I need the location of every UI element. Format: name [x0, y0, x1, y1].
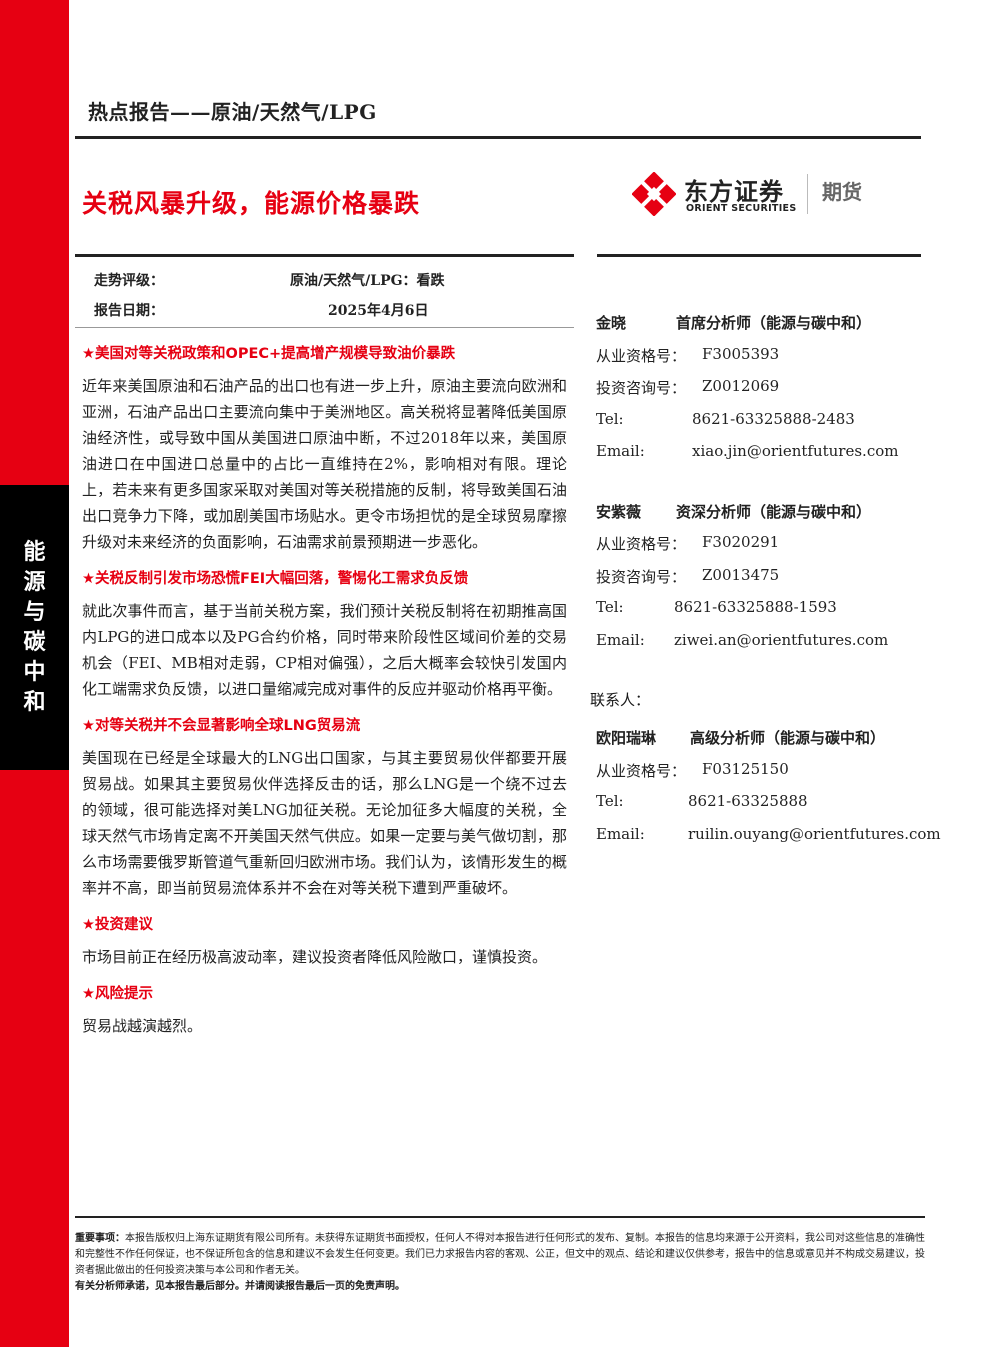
- analyst-card: 金晓 首席分析师（能源与碳中和） 从业资格号： F3005393 投资咨询号： …: [596, 312, 936, 475]
- disclaimer: 重要事项：本报告版权归上海东证期货有限公司所有。未获得东证期货书面授权，任何人不…: [75, 1231, 927, 1295]
- analyst-row: Email: ziwei.an@orientfutures.com: [596, 631, 936, 664]
- contact-row-value: F03125150: [702, 759, 789, 778]
- section-body: 近年来美国原油和石油产品的出口也有进一步上升，原油主要流向欧洲和亚洲，石油产品出…: [82, 377, 567, 551]
- contact-row-label: Tel:: [596, 792, 624, 810]
- analyst-name: 安紫薇: [596, 502, 642, 521]
- page-title: 关税风暴升级，能源价格暴跌: [82, 189, 421, 218]
- analyst-card: 安紫薇 资深分析师（能源与碳中和） 从业资格号： F3020291 投资咨询号：…: [596, 501, 936, 664]
- analyst-row-label: 从业资格号：: [596, 535, 687, 553]
- analyst-row-value: Z0012069: [702, 377, 780, 395]
- analyst-name: 金晓: [596, 314, 627, 332]
- section-heading: ★风险提示: [82, 986, 153, 1002]
- analyst-header: 金晓 首席分析师（能源与碳中和）: [596, 312, 936, 345]
- analyst-row-value: F3005393: [702, 344, 780, 363]
- analyst-row-value: 8621-63325888-1593: [674, 598, 837, 616]
- section-heading: ★关税反制引发市场恐慌FEI大幅回落，警惕化工需求负反馈: [82, 571, 469, 587]
- contact-row: Tel: 8621-63325888: [596, 792, 936, 825]
- section-heading: ★投资建议: [82, 917, 153, 933]
- analyst-row-label: Tel:: [596, 598, 624, 616]
- section: ★对等关税并不会显著影响全球LNG贸易流 美国现在已经是全球最大的LNG出口国家…: [82, 714, 567, 901]
- contact-card: 欧阳瑞琳 高级分析师（能源与碳中和） 从业资格号： F03125150 Tel:…: [596, 727, 941, 858]
- analyst-row-label: Email:: [596, 442, 645, 460]
- contact-header: 欧阳瑞琳 高级分析师（能源与碳中和）: [596, 727, 936, 760]
- analyst-row-label: 投资咨询号：: [596, 379, 687, 397]
- section-body: 贸易战越演越烈。: [82, 1017, 203, 1035]
- analyst-panel: 金晓 首席分析师（能源与碳中和） 从业资格号： F3005393 投资咨询号： …: [590, 312, 941, 883]
- report-body: ★美国对等关税政策和OPEC+提高增产规模导致油价暴跌 近年来美国原油和石油产品…: [82, 342, 567, 1051]
- contact-name: 欧阳瑞琳: [596, 729, 657, 747]
- section: ★美国对等关税政策和OPEC+提高增产规模导致油价暴跌 近年来美国原油和石油产品…: [82, 342, 567, 555]
- logo-english-name: ORIENT SECURITIES: [686, 203, 797, 214]
- section: ★关税反制引发市场恐慌FEI大幅回落，警惕化工需求负反馈 就此次事件而言，基于当…: [82, 567, 567, 702]
- analyst-row-label: 投资咨询号：: [596, 567, 687, 586]
- date-row: 报告日期： 2025年4月6日: [0, 300, 600, 320]
- orient-logo-icon: [632, 172, 676, 216]
- logo-chinese-name: 东方证券: [684, 178, 784, 206]
- section: ★投资建议 市场目前正在经历极高波动率，建议投资者降低风险敞口，谨慎投资。: [82, 913, 567, 970]
- contact-email[interactable]: ruilin.ouyang@orientfutures.com: [688, 824, 941, 843]
- analyst-row-value: 8621-63325888-2483: [692, 409, 855, 428]
- notice-label: 重要事项：: [75, 1233, 125, 1244]
- contact-row-label: Email:: [596, 824, 645, 843]
- analyst-title: 首席分析师（能源与碳中和）: [676, 314, 872, 332]
- analyst-email[interactable]: ziwei.an@orientfutures.com: [674, 630, 889, 649]
- date-value: 2025年4月6日: [328, 303, 429, 319]
- footer-divider: [75, 1216, 925, 1218]
- notice-text: 本报告版权归上海东证期货有限公司所有。未获得东证期货书面授权，任何人不得对本报告…: [75, 1233, 925, 1276]
- section-heading: ★美国对等关税政策和OPEC+提高增产规模导致油价暴跌: [82, 346, 456, 362]
- company-logo: 东方证券 ORIENT SECURITIES 期货: [632, 170, 882, 220]
- section-heading: ★对等关税并不会显著影响全球LNG贸易流: [82, 718, 361, 734]
- rating-label: 走势评级：: [94, 273, 164, 289]
- header-divider: [75, 136, 921, 139]
- contact-label: 联系人：: [590, 691, 651, 709]
- contact-title: 高级分析师（能源与碳中和）: [690, 729, 886, 747]
- analyst-row: 从业资格号： F3005393: [596, 345, 936, 378]
- logo-separator: [807, 174, 808, 214]
- analyst-row-value: F3020291: [702, 533, 780, 551]
- sidebar-category-label: 能源与碳中和: [23, 539, 46, 715]
- sidebar-category-block: 能源与碳中和: [0, 485, 69, 770]
- analyst-row: 投资咨询号： Z0012069: [596, 377, 936, 410]
- analyst-row: 从业资格号： F3020291: [596, 533, 936, 566]
- analyst-header: 安紫薇 资深分析师（能源与碳中和）: [596, 501, 936, 534]
- analyst-row: Tel: 8621-63325888-2483: [596, 410, 936, 443]
- contact-row-label: 从业资格号：: [596, 761, 687, 780]
- section: ★风险提示 贸易战越演越烈。: [82, 982, 567, 1039]
- analyst-statement: 有关分析师承诺，见本报告最后部分。并请阅读报告最后一页的免责声明。: [75, 1281, 405, 1292]
- title-divider-right: [597, 254, 921, 257]
- contact-row-value: 8621-63325888: [688, 792, 808, 810]
- analyst-row: Tel: 8621-63325888-1593: [596, 598, 936, 631]
- section-body: 就此次事件而言，基于当前关税方案，我们预计关税反制将在初期推高国内LPG的进口成…: [82, 602, 567, 698]
- rating-row: 走势评级： 原油/天然气/LPG：看跌: [0, 270, 600, 290]
- analyst-row-label: Tel:: [596, 409, 624, 428]
- analyst-row-value: Z0013475: [702, 565, 780, 584]
- logo-futures-label: 期货: [822, 180, 862, 204]
- date-label: 报告日期：: [94, 303, 164, 319]
- analyst-email[interactable]: xiao.jin@orientfutures.com: [692, 442, 899, 460]
- contact-row: Email: ruilin.ouyang@orientfutures.com: [596, 824, 941, 858]
- section-body: 美国现在已经是全球最大的LNG出口国家，与其主要贸易伙伴都要开展贸易战。如果其主…: [82, 749, 567, 897]
- rating-value: 原油/天然气/LPG：看跌: [290, 273, 445, 289]
- analyst-row-label: 从业资格号：: [596, 346, 687, 365]
- analyst-title: 资深分析师（能源与碳中和）: [676, 502, 872, 521]
- report-type-header: 热点报告——原油/天然气/LPG: [88, 100, 377, 124]
- analyst-row: Email: xiao.jin@orientfutures.com: [596, 442, 936, 475]
- analyst-row: 投资咨询号： Z0013475: [596, 566, 936, 599]
- title-divider-left: [75, 254, 574, 257]
- meta-divider: [75, 327, 574, 328]
- section-body: 市场目前正在经历极高波动率，建议投资者降低风险敞口，谨慎投资。: [82, 948, 548, 966]
- analyst-row-label: Email:: [596, 630, 645, 649]
- contact-row: 从业资格号： F03125150: [596, 760, 936, 793]
